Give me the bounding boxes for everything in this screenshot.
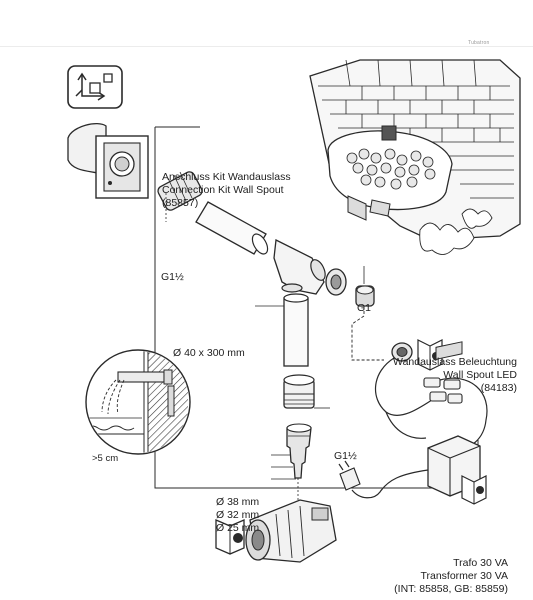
thread-g1-label: G1 xyxy=(357,302,372,314)
plug-cap xyxy=(355,285,375,307)
pond-scene xyxy=(309,59,521,255)
pipe-vertical xyxy=(283,293,309,367)
power-plug xyxy=(338,460,361,491)
gap-label: >5 cm xyxy=(92,453,119,464)
threaded-nipple-top xyxy=(157,171,203,211)
connection-kit-line3: (85857) xyxy=(162,197,199,209)
hose-barb xyxy=(286,423,312,479)
cable-connectors xyxy=(423,377,463,404)
connection-kit-line2: Connection Kit Wall Spout xyxy=(162,184,284,196)
spout-led-line3: (84183) xyxy=(480,382,517,394)
thread-mid-label: G1½ xyxy=(334,450,357,462)
hose-size-38: Ø 38 mm xyxy=(216,496,260,508)
hose-sizes-label: Ø 38 mm Ø 32 mm Ø 25 mm xyxy=(216,496,259,535)
hose-size-32: Ø 32 mm xyxy=(216,509,260,521)
pump xyxy=(245,499,337,563)
spout-led-line1: Wandauslass Beleuchtung xyxy=(393,356,517,368)
manual-book-icon-transformer xyxy=(461,475,487,505)
pipe-size-label: Ø 40 x 300 mm xyxy=(173,347,245,359)
connection-kit-label: Anschluss Kit Wandauslass Connection Kit… xyxy=(162,171,291,210)
threaded-nipple-middle xyxy=(283,374,315,409)
assembly-cube-icon xyxy=(67,65,123,109)
transformer-line1: Trafo 30 VA xyxy=(453,557,508,569)
corner-stamp: Tubatron xyxy=(468,40,490,46)
led-spout xyxy=(391,342,413,362)
reducer-fitting xyxy=(325,268,347,296)
pipe-horizontal xyxy=(195,201,269,255)
spout-led-line2: Wall Spout LED xyxy=(443,369,517,381)
transformer-line3: (INT: 85858, GB: 85859) xyxy=(394,583,508,595)
plants xyxy=(419,208,493,255)
wall-detail-inset xyxy=(85,349,191,455)
cable-dashed-line xyxy=(351,306,384,361)
manual-book-icon-pump xyxy=(215,519,245,555)
thread-top-label: G1½ xyxy=(161,271,184,283)
top-bar xyxy=(0,0,533,47)
spout-led-label: Wandauslass Beleuchtung Wall Spout LED (… xyxy=(372,356,517,395)
t-piece xyxy=(273,239,326,295)
connection-kit-line1: Anschluss Kit Wandauslass xyxy=(162,171,291,183)
hose-size-25: Ø 25 mm xyxy=(216,522,260,534)
wall-spout-plate xyxy=(67,123,149,199)
power-cable xyxy=(351,469,429,499)
transformer-label: Trafo 30 VA Transformer 30 VA (INT: 8585… xyxy=(360,557,508,596)
installation-diagram: Anschluss Kit Wandauslass Connection Kit… xyxy=(0,47,533,600)
transformer-line2: Transformer 30 VA xyxy=(420,570,508,582)
diagram-canvas xyxy=(67,59,521,563)
